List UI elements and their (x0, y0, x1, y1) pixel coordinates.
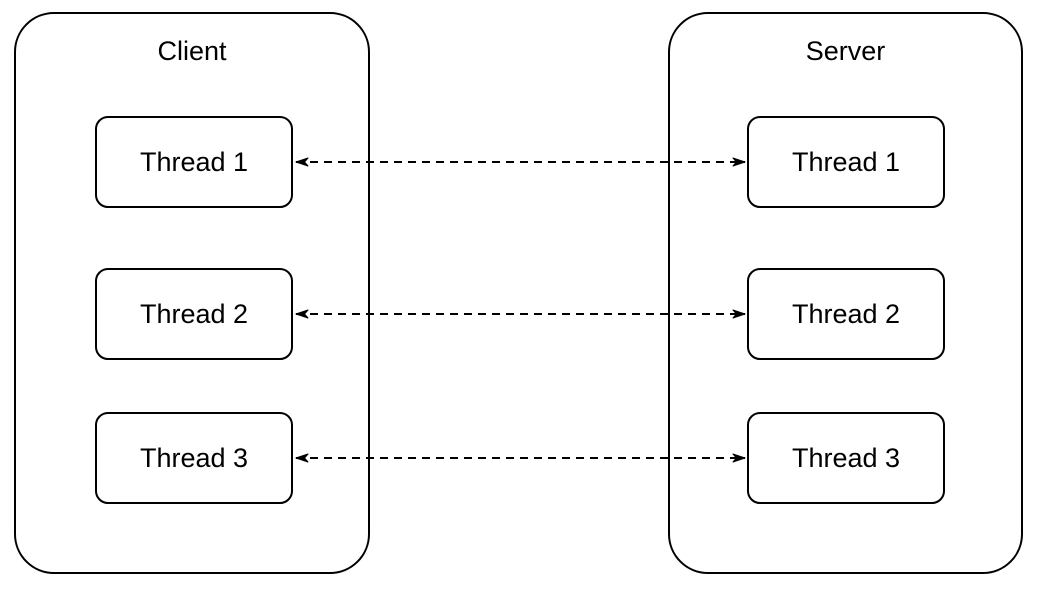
server-thread-1-box: Thread 1 (747, 116, 945, 208)
client-thread-2-label: Thread 2 (139, 298, 249, 329)
client-thread-3-box: Thread 3 (95, 412, 293, 504)
server-thread-2-box: Thread 2 (747, 268, 945, 360)
server-thread-3-box: Thread 3 (747, 412, 945, 504)
container-client: Client Thread 1 Thread 2 Thread 3 (14, 12, 370, 574)
container-server: Server Thread 1 Thread 2 Thread 3 (668, 12, 1023, 574)
server-thread-1-label: Thread 1 (791, 146, 901, 177)
client-thread-1-box: Thread 1 (95, 116, 293, 208)
client-thread-1-label: Thread 1 (139, 146, 249, 177)
container-server-title: Server (805, 36, 886, 66)
server-thread-2-label: Thread 2 (791, 298, 901, 329)
server-thread-3-label: Thread 3 (791, 442, 901, 473)
client-thread-3-label: Thread 3 (139, 442, 249, 473)
container-client-title: Client (157, 36, 227, 66)
client-thread-2-box: Thread 2 (95, 268, 293, 360)
